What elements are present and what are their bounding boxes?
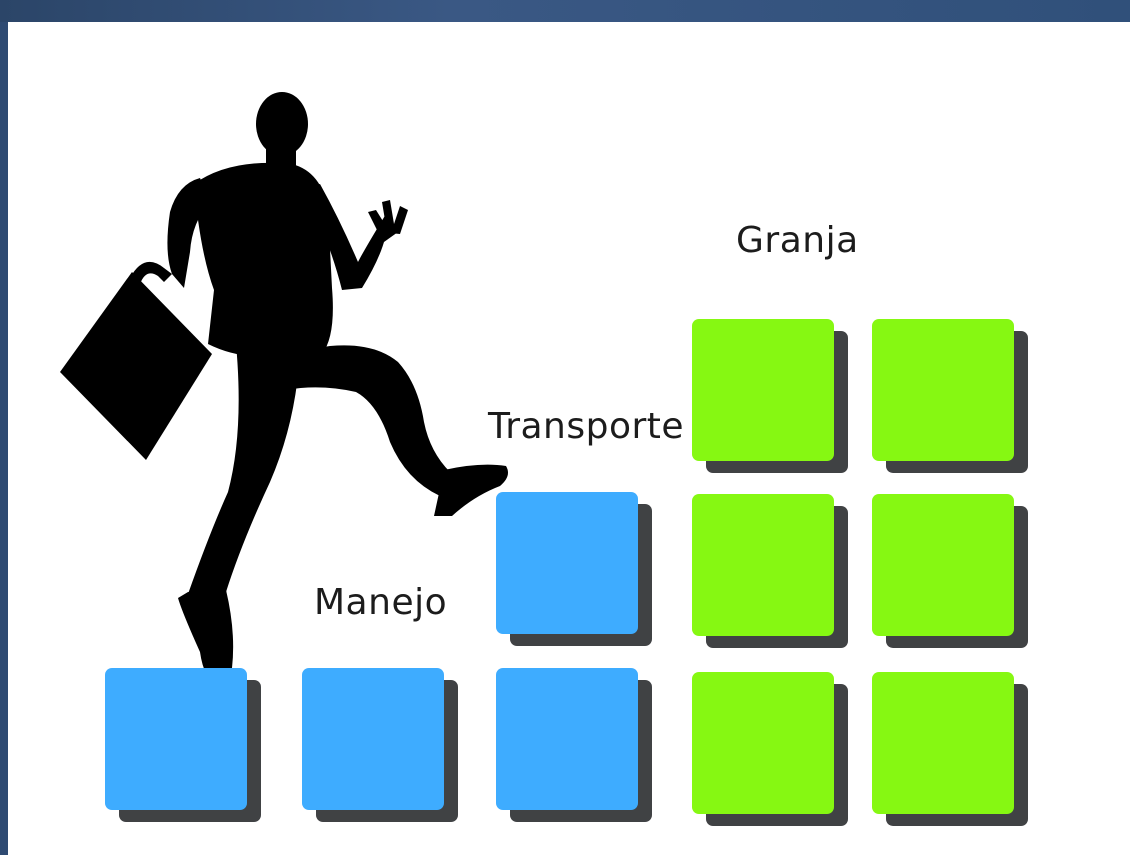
block-granja-2 xyxy=(872,672,1014,814)
label-granja: Granja xyxy=(736,220,859,261)
block-transporte-1 xyxy=(496,668,638,810)
block-granja-4 xyxy=(872,494,1014,636)
label-transporte: Transporte xyxy=(488,406,684,447)
block-granja-3 xyxy=(692,494,834,636)
block-granja-1 xyxy=(692,672,834,814)
briefcase-icon xyxy=(60,262,212,460)
block-transporte-2 xyxy=(496,492,638,634)
top-frame-bar xyxy=(0,0,1130,22)
block-manejo-2 xyxy=(302,668,444,810)
block-granja-5 xyxy=(692,319,834,461)
label-manejo: Manejo xyxy=(314,582,447,623)
businessman-climbing-icon xyxy=(60,92,520,702)
slide-canvas: Manejo Transporte Granja xyxy=(8,22,1130,855)
block-manejo-1 xyxy=(105,668,247,810)
block-granja-6 xyxy=(872,319,1014,461)
